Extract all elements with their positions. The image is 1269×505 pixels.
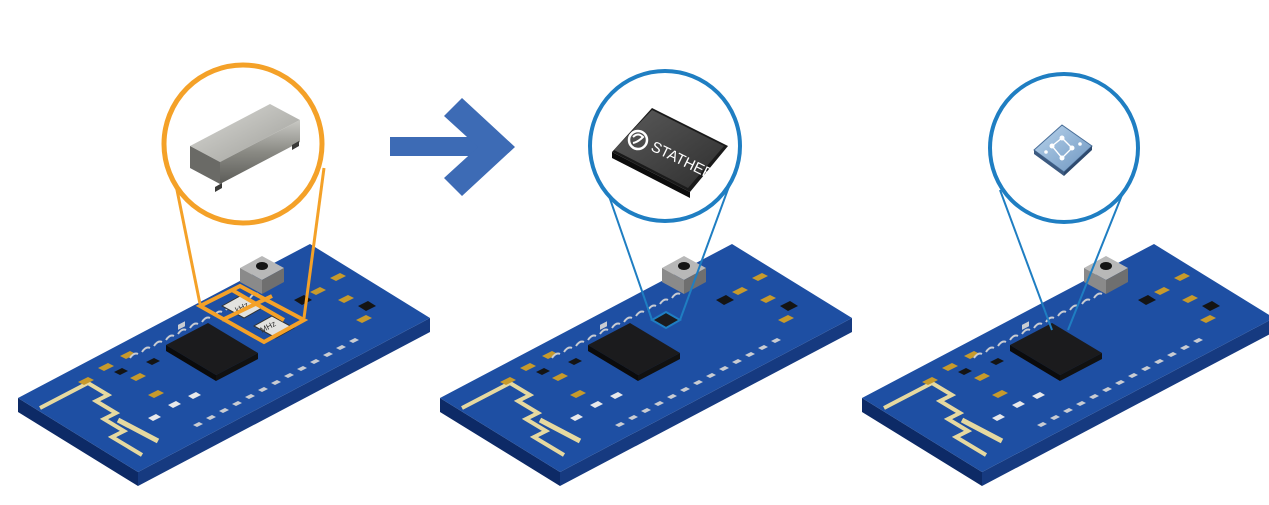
panel-crystal-oscillator: kHz MHz [18, 62, 430, 486]
callout-line-right-3 [1067, 179, 1129, 331]
stathera-logo-icon [627, 129, 649, 151]
callout-line-right [302, 167, 326, 319]
pcb-module-1 [18, 244, 430, 486]
mems-die-icon [1033, 124, 1093, 176]
pcb-module-2 [440, 244, 852, 486]
panel-stathera-mems: STATHERA [440, 69, 852, 486]
callout-line-left [173, 179, 202, 305]
right-arrow-icon [390, 98, 515, 196]
callout-line-left-3 [999, 189, 1053, 331]
stathera-chip-icon: STATHERA [612, 108, 728, 198]
orange-highlight-box [195, 283, 309, 345]
panel-bare-die [862, 72, 1269, 486]
pcb-module-3 [862, 244, 1269, 486]
callout-line-right-2 [679, 169, 736, 321]
